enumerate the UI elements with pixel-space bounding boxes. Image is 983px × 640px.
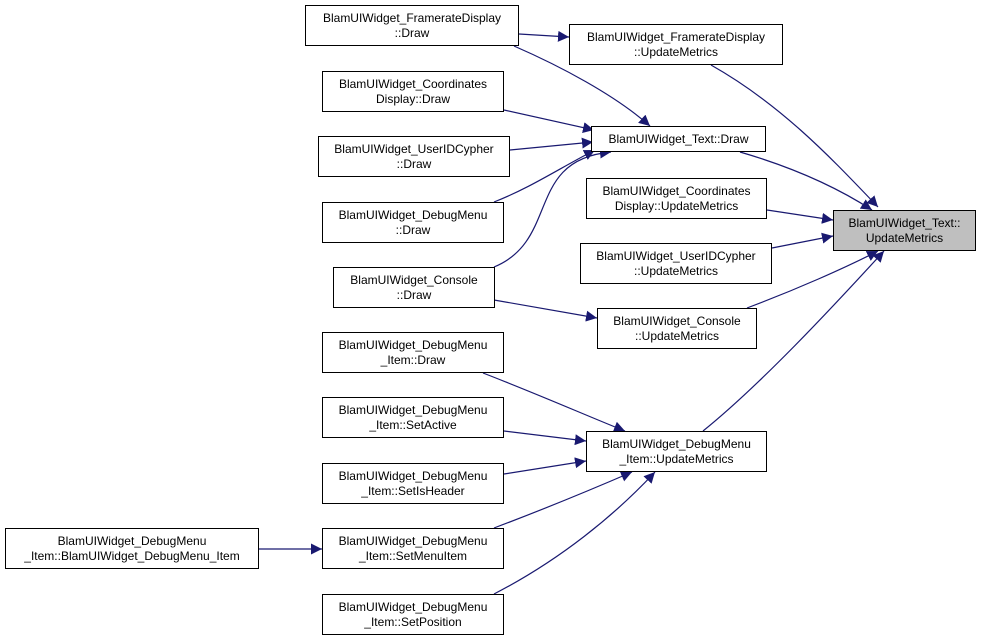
node-label-line2: ::UpdateMetrics: [633, 263, 719, 278]
node-text-draw[interactable]: BlamUIWidget_Text::Draw: [591, 126, 766, 152]
node-label-line2: ::Draw: [394, 25, 430, 40]
node-label-line1: BlamUIWidget_DebugMenu: [338, 207, 488, 222]
node-label-line1: BlamUIWidget_Text::: [848, 215, 961, 230]
node-label-line2: Display::UpdateMetrics: [614, 198, 739, 213]
node-label-line1: BlamUIWidget_Console: [350, 272, 478, 287]
node-debugmenu-item-updatemetrics[interactable]: BlamUIWidget_DebugMenu _Item::UpdateMetr…: [586, 431, 767, 472]
node-label-line2: ::Draw: [396, 156, 432, 171]
node-debugmenu-item-setposition[interactable]: BlamUIWidget_DebugMenu _Item::SetPositio…: [322, 594, 504, 635]
node-coordinates-updatemetrics[interactable]: BlamUIWidget_Coordinates Display::Update…: [586, 178, 767, 219]
edge-coords_draw-to-text_draw: [503, 109, 595, 133]
node-label-line2: ::UpdateMetrics: [633, 44, 719, 59]
node-label-line1: BlamUIWidget_DebugMenu: [338, 337, 488, 352]
node-debugmenu-item-setactive[interactable]: BlamUIWidget_DebugMenu _Item::SetActive: [322, 397, 504, 438]
node-debugmenu-item-setisheader[interactable]: BlamUIWidget_DebugMenu _Item::SetIsHeade…: [322, 463, 504, 504]
node-label-line2: _Item::SetIsHeader: [361, 483, 465, 498]
node-label-line2: UpdateMetrics: [865, 230, 944, 245]
node-label-line1: BlamUIWidget_Text::Draw: [608, 131, 749, 146]
node-label-line1: BlamUIWidget_DebugMenu: [602, 436, 751, 451]
node-framerate-updatemetrics[interactable]: BlamUIWidget_FramerateDisplay ::UpdateMe…: [569, 24, 783, 65]
node-label-line1: BlamUIWidget_DebugMenu: [338, 468, 488, 483]
node-label-line1: BlamUIWidget_UserIDCypher: [596, 248, 756, 263]
node-label-line1: BlamUIWidget_UserIDCypher: [334, 141, 494, 156]
node-label-line1: BlamUIWidget_FramerateDisplay: [322, 10, 502, 25]
edge-text_draw-to-target: [739, 151, 873, 211]
node-console-updatemetrics[interactable]: BlamUIWidget_Console ::UpdateMetrics: [597, 308, 757, 349]
edge-fps_draw-to-fps_update: [518, 30, 570, 42]
edge-item_setposition-to-item_update: [493, 471, 656, 595]
edge-item_update-to-target: [702, 250, 885, 432]
edge-console_draw-to-console_update: [493, 299, 598, 322]
node-label-line1: BlamUIWidget_Console: [613, 313, 741, 328]
edge-item_setisheader-to-item_update: [503, 457, 587, 475]
node-coordinates-draw[interactable]: BlamUIWidget_Coordinates Display::Draw: [322, 71, 504, 112]
node-useridcypher-draw[interactable]: BlamUIWidget_UserIDCypher ::Draw: [318, 136, 510, 177]
node-label-line2: ::UpdateMetrics: [634, 328, 720, 343]
node-label-line2: _Item::Draw: [380, 352, 446, 367]
edge-fps_update-to-target: [710, 64, 879, 208]
node-label-line2: ::Draw: [395, 222, 431, 237]
edge-debugmenu_draw-to-text_draw: [493, 149, 596, 203]
edge-console_update-to-target: [746, 250, 879, 309]
edge-userid_update-to-target: [771, 232, 834, 249]
edge-coords_update-to-target: [766, 209, 834, 224]
node-label-line2: _Item::UpdateMetrics: [619, 451, 734, 466]
node-useridcypher-updatemetrics[interactable]: BlamUIWidget_UserIDCypher ::UpdateMetric…: [580, 243, 772, 284]
node-label-line1: BlamUIWidget_DebugMenu: [338, 533, 488, 548]
node-label-line1: BlamUIWidget_Coordinates: [602, 183, 751, 198]
node-debugmenu-item-constructor[interactable]: BlamUIWidget_DebugMenu _Item::BlamUIWidg…: [5, 528, 259, 569]
node-label-line1: BlamUIWidget_DebugMenu: [338, 599, 488, 614]
edge-item_setmenuitem-to-item_update: [493, 471, 633, 529]
node-text-updatemetrics: BlamUIWidget_Text:: UpdateMetrics: [833, 210, 976, 251]
node-debugmenu-item-setmenuitem[interactable]: BlamUIWidget_DebugMenu _Item::SetMenuIte…: [322, 528, 504, 569]
node-label-line1: BlamUIWidget_DebugMenu: [57, 533, 207, 548]
edge-item_setactive-to-item_update: [503, 430, 587, 446]
node-label-line2: _Item::SetPosition: [364, 614, 462, 629]
edge-userid_draw-to-text_draw: [509, 137, 594, 151]
edge-console_draw-to-text_draw: [493, 147, 612, 268]
node-label-line1: BlamUIWidget_DebugMenu: [338, 402, 488, 417]
node-label-line1: BlamUIWidget_Coordinates: [338, 76, 488, 91]
node-debugmenu-draw[interactable]: BlamUIWidget_DebugMenu ::Draw: [322, 202, 504, 243]
edge-item_draw-to-item_update: [482, 372, 626, 433]
node-console-draw[interactable]: BlamUIWidget_Console ::Draw: [333, 267, 495, 308]
node-label-line2: Display::Draw: [375, 91, 450, 106]
node-label-line1: BlamUIWidget_FramerateDisplay: [586, 29, 766, 44]
edge-fps_draw-to-text_draw: [513, 45, 651, 127]
node-label-line2: ::Draw: [396, 287, 432, 302]
node-label-line2: _Item::BlamUIWidget_DebugMenu_Item: [24, 548, 240, 563]
node-label-line2: _Item::SetActive: [369, 417, 457, 432]
node-debugmenu-item-draw[interactable]: BlamUIWidget_DebugMenu _Item::Draw: [322, 332, 504, 373]
node-label-line2: _Item::SetMenuItem: [358, 548, 468, 563]
node-framerate-draw[interactable]: BlamUIWidget_FramerateDisplay ::Draw: [305, 5, 519, 46]
